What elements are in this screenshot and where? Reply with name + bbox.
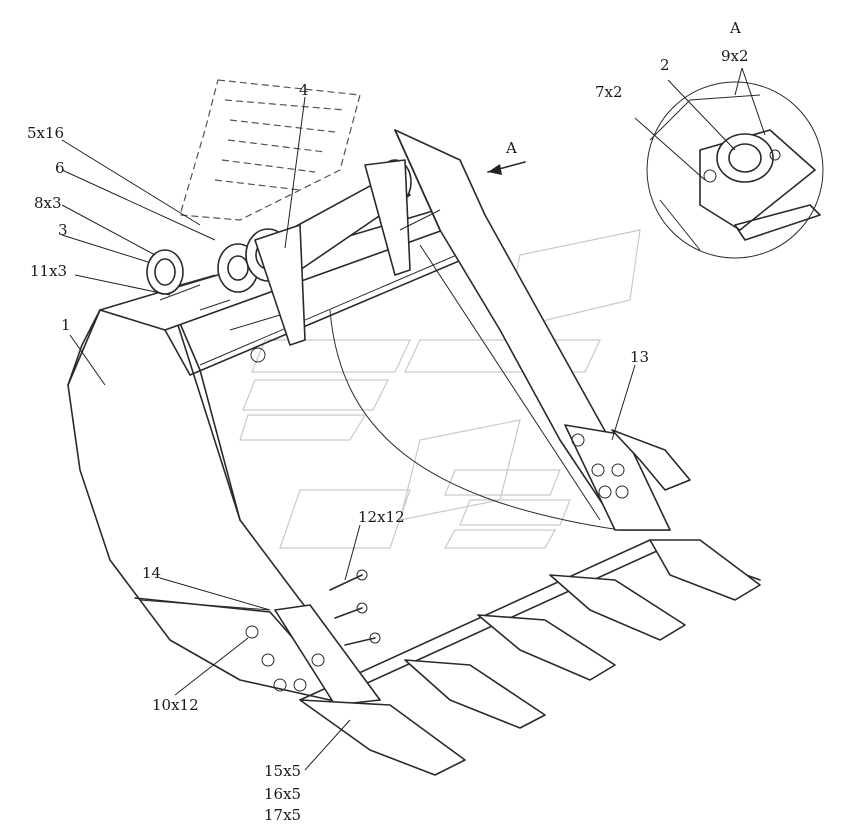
stick-arm-outline [179, 79, 361, 221]
detail-view-a [646, 81, 824, 259]
part-3-label: 3 [58, 221, 68, 239]
part-1-label: 1 [61, 316, 71, 334]
part-16-label: 16x5 [264, 785, 301, 803]
view-arrow-label: A [505, 139, 517, 157]
pin-bosses [146, 159, 412, 363]
part-6-label: 6 [55, 159, 65, 177]
upper-bolts [159, 209, 441, 331]
bolts-12 [329, 569, 381, 646]
part-13-label: 13 [630, 348, 649, 366]
leader-lines [61, 67, 766, 771]
part-labels: A A 1 2 3 4 5x16 6 7x2 8x3 9x2 10x12 11x… [27, 19, 749, 824]
view-title-label: A [729, 19, 741, 37]
part-11-label: 11x3 [30, 262, 67, 280]
part-4-label: 4 [299, 81, 309, 99]
part-12-label: 12x12 [358, 508, 405, 526]
part-17-label: 17x5 [264, 806, 301, 824]
view-arrow [487, 161, 526, 175]
part-14-label: 14 [142, 564, 161, 582]
part-2-label: 2 [660, 56, 670, 74]
side-cutter-right [564, 424, 691, 531]
part-9-label: 9x2 [721, 47, 749, 65]
side-cutter-left [245, 604, 381, 706]
bucket-teeth [299, 539, 761, 776]
part-7-label: 7x2 [595, 83, 623, 101]
part-5-label: 5x16 [27, 124, 64, 142]
part-15-label: 15x5 [264, 762, 301, 780]
part-10-label: 10x12 [152, 696, 199, 714]
part-8-label: 8x3 [34, 194, 62, 212]
